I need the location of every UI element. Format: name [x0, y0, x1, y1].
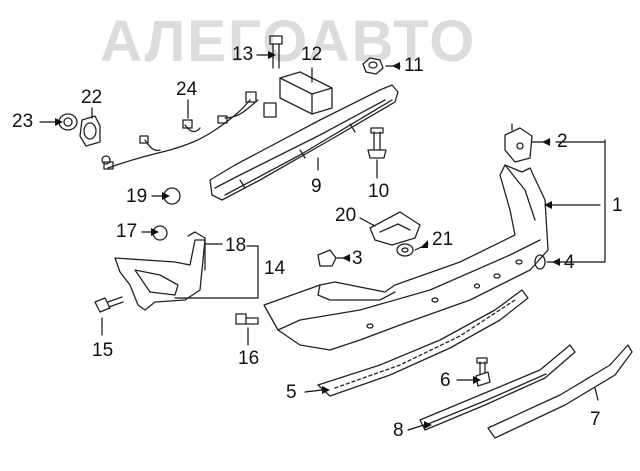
- callout-17: 17: [116, 221, 138, 242]
- bolt-15: [94, 296, 124, 313]
- clip-3: [317, 249, 337, 267]
- callout-5: 5: [286, 382, 297, 403]
- callout-9: 9: [311, 176, 322, 197]
- callout-12: 12: [301, 44, 323, 65]
- wiring-harness: [103, 91, 277, 170]
- bolt-13: [269, 35, 283, 69]
- lower-valance: [317, 289, 529, 397]
- callout-8: 8: [393, 420, 404, 441]
- arrowheads: [55, 51, 560, 429]
- callout-2: 2: [557, 131, 568, 152]
- impact-absorber: [209, 84, 399, 201]
- callout-20: 20: [335, 205, 357, 226]
- callout-3: 3: [352, 248, 363, 269]
- parking-sensor: [79, 115, 111, 165]
- callout-11: 11: [404, 55, 424, 76]
- clip-16: [235, 313, 259, 325]
- bolt-6: [475, 357, 491, 387]
- callout-22: 22: [81, 87, 103, 108]
- callout-24: 24: [176, 79, 198, 100]
- callout-1: 1: [612, 195, 623, 216]
- side-bracket: [114, 231, 206, 311]
- callout-6: 6: [440, 370, 451, 391]
- nut-11: [362, 57, 384, 75]
- callout-16: 16: [238, 348, 260, 369]
- foam-block: [279, 71, 333, 115]
- bolt-10: [367, 127, 387, 159]
- callout-4: 4: [564, 252, 575, 273]
- callout-14: 14: [264, 258, 286, 279]
- bumper-cover: [263, 164, 549, 351]
- center-bracket: [369, 211, 421, 246]
- callout-21: 21: [432, 229, 454, 250]
- callout-23: 23: [12, 111, 34, 132]
- callout-13: 13: [232, 44, 254, 65]
- watermark-logo: АЛЕГОАВТО: [100, 9, 477, 74]
- callout-10: 10: [368, 181, 390, 202]
- bracket-2: [504, 123, 533, 163]
- nut-21: [396, 243, 414, 257]
- molding-strip: [487, 344, 633, 439]
- callout-15: 15: [92, 340, 114, 361]
- callout-19: 19: [126, 186, 148, 207]
- trim-strip: [419, 344, 576, 431]
- callout-18: 18: [225, 235, 247, 256]
- callout-7: 7: [590, 409, 601, 430]
